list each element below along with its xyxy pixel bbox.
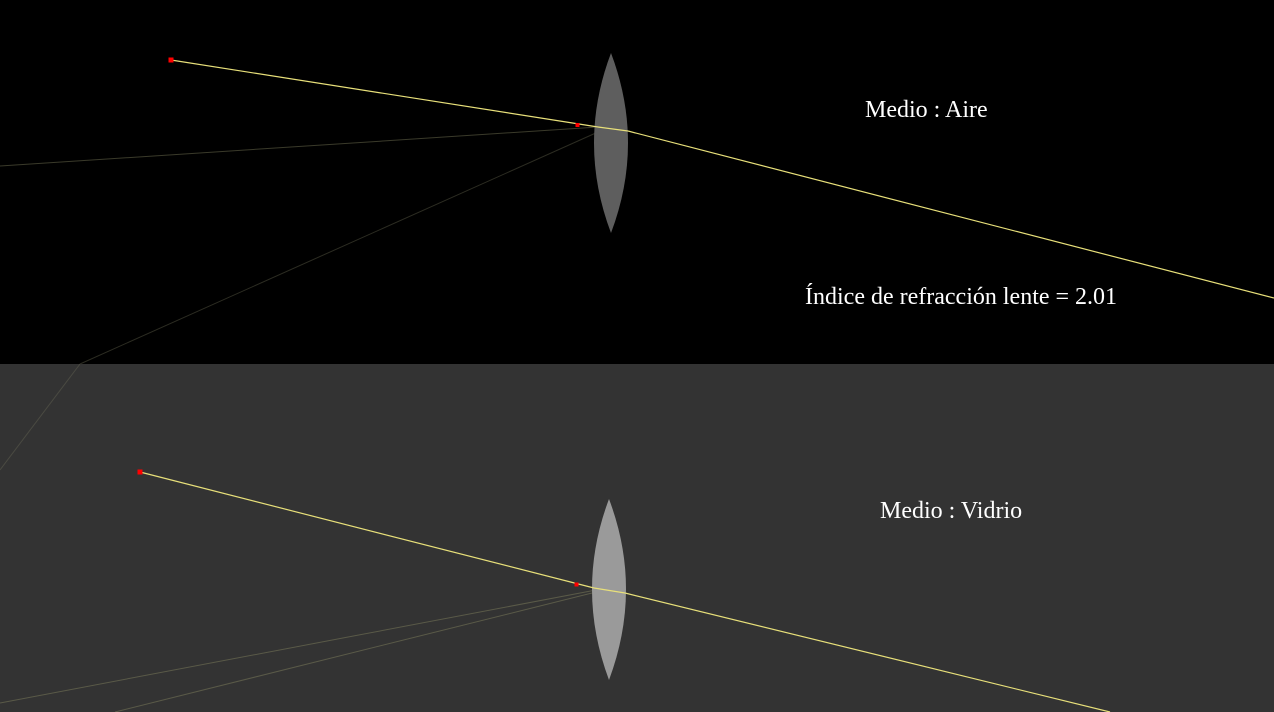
source-point[interactable] [168, 57, 174, 63]
medium-label-glass: Medio : Vidrio [880, 498, 1023, 524]
internal-ray [597, 126, 629, 132]
refracted-ray [627, 130, 1274, 299]
incident-ray [139, 471, 595, 589]
incidence-point [575, 123, 580, 127]
incidence-point [574, 582, 579, 587]
faint-ray [114, 591, 597, 712]
lens-top[interactable] [594, 53, 628, 233]
top-scene [0, 53, 1274, 365]
top-panel-air [0, 0, 1274, 364]
refracted-ray [624, 592, 1111, 712]
incident-ray [170, 59, 599, 128]
source-point[interactable] [137, 469, 143, 475]
faint-ray [79, 131, 599, 365]
bottom-panel-glass [0, 364, 1274, 712]
faint-ray [0, 126, 599, 167]
bottom-scene [0, 363, 1111, 712]
faint-ray [0, 363, 81, 471]
medium-label-air: Medio : Aire [865, 97, 988, 123]
refraction-index-label: Índice de refracción lente = 2.01 [805, 284, 1118, 310]
internal-ray [593, 587, 626, 594]
faint-ray [0, 589, 597, 704]
lens-bottom[interactable] [592, 499, 626, 680]
